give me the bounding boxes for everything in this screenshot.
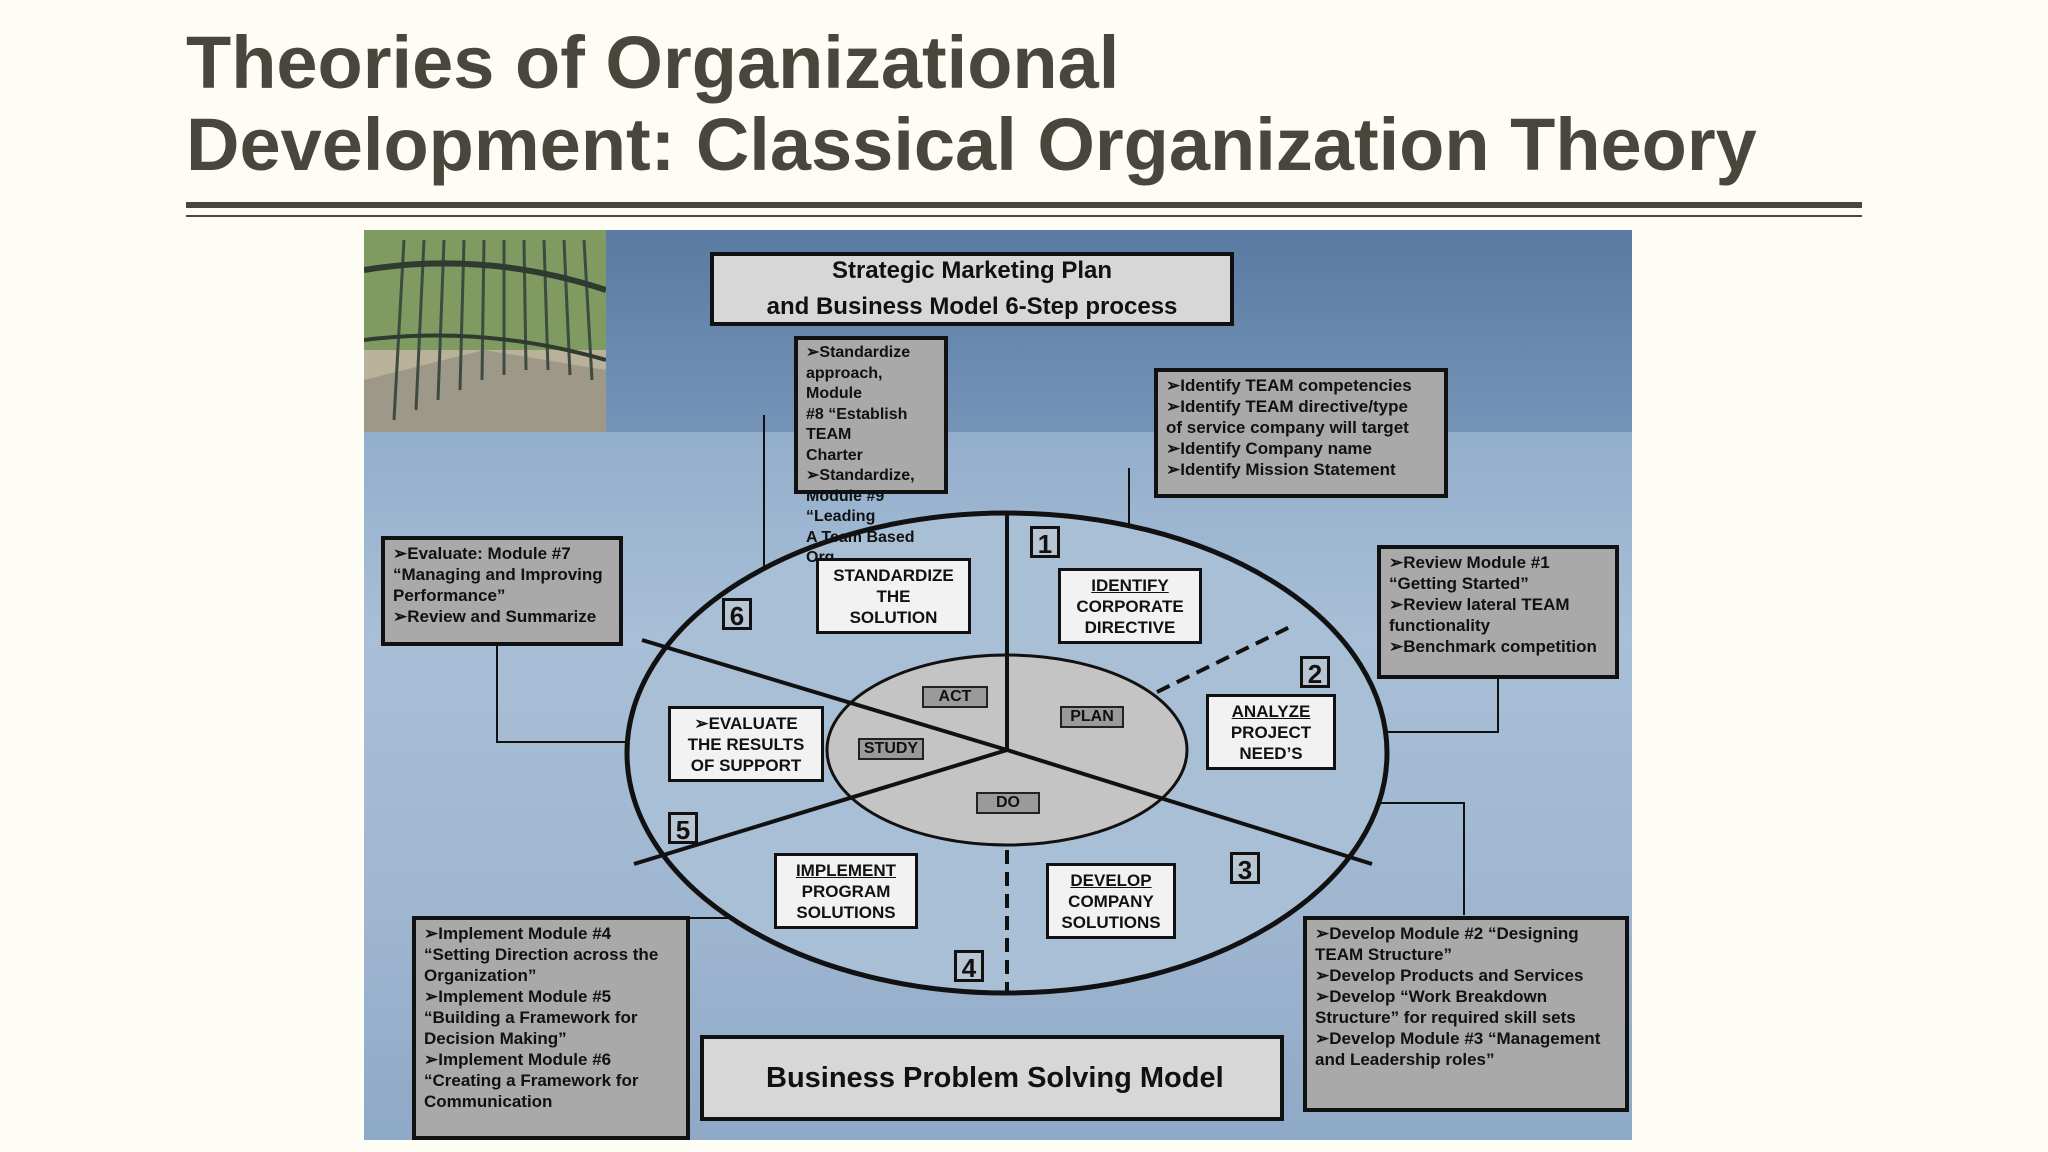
note-develop-line: TEAM Structure”	[1315, 945, 1452, 964]
header-line-1: Strategic Marketing Plan	[831, 257, 1113, 284]
divider-left	[633, 748, 1008, 866]
step-evaluate-line-2: THE RESULTS	[687, 734, 805, 754]
connector-evaluate	[496, 638, 669, 743]
note-standardize-line: Module #9 “Leading	[806, 487, 885, 526]
title-rule-thick	[186, 202, 1862, 208]
header-box: Strategic Marketing Plan and Business Mo…	[710, 252, 1234, 326]
note-analyze-line: functionality	[1389, 616, 1491, 635]
note-evaluate: ➢Evaluate: Module #7 “Managing and Impro…	[381, 536, 623, 646]
note-analyze: ➢Review Module #1 “Getting Started” ➢Rev…	[1377, 545, 1619, 679]
title-rule-thin	[186, 215, 1862, 217]
note-evaluate-line: “Managing and Improving	[393, 565, 603, 584]
step-implement-line-2: PROGRAM	[801, 881, 891, 901]
step-identify-line-3: DIRECTIVE	[1084, 617, 1176, 637]
step-develop: DEVELOP COMPANY SOLUTIONS	[1046, 863, 1176, 939]
note-standardize-line: #8 “Establish TEAM	[806, 405, 908, 444]
step-evaluate-line-3: OF SUPPORT	[690, 755, 802, 775]
note-implement-line: Communication	[424, 1092, 553, 1111]
process-diagram-figure: Strategic Marketing Plan and Business Mo…	[364, 230, 1632, 1140]
note-develop-line: Structure” for required skill sets	[1315, 1008, 1576, 1027]
slide-title-line-2: Development: Classical Organization Theo…	[186, 103, 1757, 186]
note-develop-line: ➢Develop Module #2 “Designing	[1315, 924, 1579, 943]
connector-analyze	[1336, 670, 1499, 733]
note-identify: ➢Identify TEAM competencies ➢Identify TE…	[1154, 368, 1448, 498]
note-implement-line: Organization”	[424, 966, 537, 985]
step-identify-line-1: IDENTIFY	[1091, 575, 1169, 595]
note-develop-line: ➢Develop “Work Breakdown	[1315, 987, 1548, 1006]
note-analyze-line: ➢Review Module #1	[1389, 553, 1550, 572]
note-standardize-line: ➢Standardize	[806, 344, 911, 361]
step-develop-line-2: COMPANY	[1068, 891, 1154, 911]
step-evaluate: ➢EVALUATE THE RESULTS OF SUPPORT	[668, 706, 824, 782]
step-implement-line-1: IMPLEMENT	[795, 860, 897, 880]
note-develop-line: ➢Develop Products and Services	[1315, 966, 1584, 985]
note-analyze-line: ➢Benchmark competition	[1389, 637, 1597, 656]
step-standardize-line-3: SOLUTION	[849, 607, 938, 627]
note-develop-line: ➢Develop Module #3 “Management	[1315, 1029, 1601, 1048]
note-identify-line: ➢Identify Mission Statement	[1166, 460, 1396, 479]
step-develop-line-3: SOLUTIONS	[1061, 912, 1161, 932]
bridge-photo	[364, 230, 606, 432]
step-analyze-line-3: NEED’S	[1239, 743, 1303, 763]
note-identify-line: ➢Identify TEAM competencies	[1166, 376, 1412, 395]
note-identify-line: of service company will target	[1166, 418, 1409, 437]
note-standardize-line: ➢Standardize,	[806, 467, 915, 484]
step-standardize-line-1: STANDARDIZE	[833, 565, 954, 585]
note-implement: ➢Implement Module #4 “Setting Direction …	[412, 916, 690, 1140]
note-standardize: ➢Standardize approach, Module #8 “Establ…	[794, 336, 948, 566]
cycle-label-do: DO	[976, 792, 1040, 814]
step-number-5: 5	[668, 812, 698, 844]
note-evaluate-line: Performance”	[393, 586, 506, 605]
footer-box: Business Problem Solving Model	[700, 1035, 1284, 1121]
divider-right	[1006, 748, 1373, 866]
step-identify-line-2: CORPORATE	[1076, 596, 1184, 616]
note-implement-line: “Setting Direction across the	[424, 945, 659, 964]
step-analyze: ANALYZE PROJECT NEED’S	[1206, 694, 1336, 770]
step-identify: IDENTIFY CORPORATE DIRECTIVE	[1058, 568, 1202, 644]
step-standardize-line-2: THE	[876, 586, 911, 606]
note-evaluate-line: ➢Review and Summarize	[393, 607, 597, 626]
note-standardize-line: Charter	[806, 446, 863, 464]
step-implement-line-3: SOLUTIONS	[796, 902, 896, 922]
footer-label: Business Problem Solving Model	[766, 1061, 1224, 1094]
note-implement-line: ➢Implement Module #4	[424, 924, 612, 943]
step-implement: IMPLEMENT PROGRAM SOLUTIONS	[774, 853, 918, 929]
step-number-4: 4	[954, 950, 984, 982]
step-number-3: 3	[1230, 852, 1260, 884]
slide-title-line-1: Theories of Organizational	[186, 21, 1120, 104]
step-standardize: STANDARDIZE THE SOLUTION	[816, 558, 971, 634]
cycle-label-act: ACT	[922, 686, 988, 708]
step-analyze-line-2: PROJECT	[1230, 722, 1312, 742]
note-identify-line: ➢Identify Company name	[1166, 439, 1373, 458]
note-implement-line: ➢Implement Module #6	[424, 1050, 612, 1069]
note-develop: ➢Develop Module #2 “Designing TEAM Struc…	[1303, 916, 1629, 1112]
step-number-2: 2	[1300, 656, 1330, 688]
divider-upper-left	[641, 638, 1008, 752]
note-implement-line: Decision Making”	[424, 1029, 567, 1048]
cycle-label-plan: PLAN	[1060, 706, 1124, 728]
step-develop-line-1: DEVELOP	[1070, 870, 1152, 890]
note-develop-line: and Leadership roles”	[1315, 1050, 1495, 1069]
note-analyze-line: ➢Review lateral TEAM	[1389, 595, 1570, 614]
note-implement-line: “Building a Framework for	[424, 1008, 638, 1027]
step-number-1: 1	[1030, 526, 1060, 558]
header-line-2: and Business Model 6-Step process	[766, 293, 1178, 320]
note-implement-line: ➢Implement Module #5	[424, 987, 612, 1006]
note-implement-line: “Creating a Framework for	[424, 1071, 639, 1090]
step-analyze-line-1: ANALYZE	[1231, 701, 1311, 721]
note-identify-line: ➢Identify TEAM directive/type	[1166, 397, 1408, 416]
divider-dashed-right	[1156, 623, 1295, 694]
note-standardize-line: approach, Module	[806, 364, 883, 403]
cycle-label-study: STUDY	[858, 738, 924, 760]
bridge-photo-image	[364, 230, 606, 432]
step-number-6: 6	[722, 598, 752, 630]
note-analyze-line: “Getting Started”	[1389, 574, 1529, 593]
note-evaluate-line: ➢Evaluate: Module #7	[393, 544, 571, 563]
slide-title: Theories of Organizational Development: …	[186, 22, 1866, 186]
step-evaluate-line-1: ➢EVALUATE	[694, 713, 798, 733]
